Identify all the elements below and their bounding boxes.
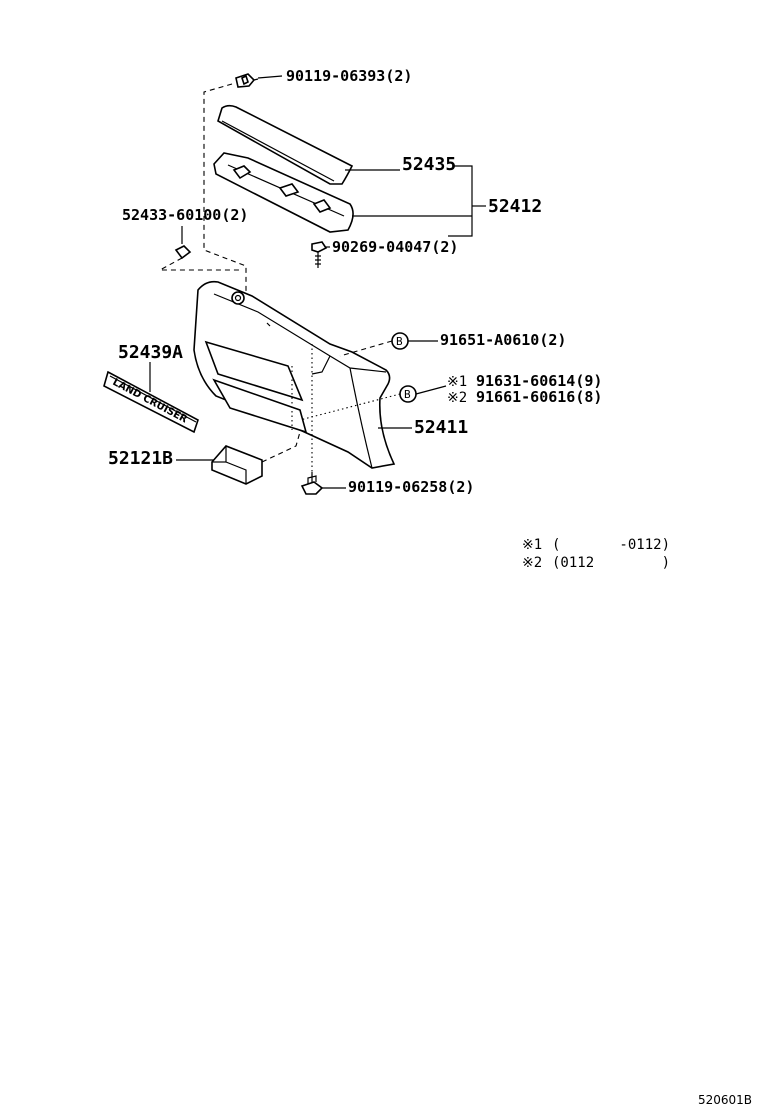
label-clip-left: 52433-60100(2) xyxy=(122,206,248,224)
molding-lower-clip3 xyxy=(312,199,332,213)
mark-alt2: ※2 xyxy=(447,390,467,406)
note-2-mark: ※2 xyxy=(522,555,542,571)
note-2-range: (0112 ) xyxy=(552,555,670,571)
diagram-code: 520601B xyxy=(698,1093,752,1107)
label-52435: 52435 xyxy=(402,154,456,175)
leader-bolt-top xyxy=(257,75,283,79)
badge-b-upper-label: B xyxy=(396,335,403,348)
bolt-top-icon xyxy=(235,73,259,88)
molding-lower-clip1 xyxy=(232,165,252,180)
dash-clip-left xyxy=(159,257,240,271)
badge-b-upper-icon: B xyxy=(391,332,409,350)
leader-clip-alt xyxy=(415,385,447,395)
bolt-bottom-icon xyxy=(300,472,324,495)
emblem-plate: LAND CRUISER xyxy=(103,370,199,434)
label-52411: 52411 xyxy=(414,417,468,438)
label-bracket: 52121B xyxy=(108,448,173,469)
label-bolt-bottom: 90119-06258(2) xyxy=(348,478,474,496)
label-clip-alt1: 91631-60614(9) xyxy=(476,372,602,390)
dot-clip-alt xyxy=(299,393,401,421)
bracket-52412 xyxy=(448,165,473,237)
note-1-range: ( -0112) xyxy=(552,537,670,553)
mark-alt1: ※1 xyxy=(447,374,467,390)
label-bolt-top: 90119-06393(2) xyxy=(286,67,412,85)
label-screw-mid: 90269-04047(2) xyxy=(332,238,458,256)
bracket-part xyxy=(211,445,263,485)
clip-left-icon xyxy=(174,245,192,260)
label-clip-b: 91651-A0610(2) xyxy=(440,331,566,349)
badge-b-lower-label: B xyxy=(404,388,411,401)
screw-mid-icon xyxy=(311,241,328,268)
dash-clip-b xyxy=(339,340,393,357)
label-emblem: 52439A xyxy=(118,342,183,363)
dash-guide-left xyxy=(203,83,247,294)
molding-lower-clip2 xyxy=(278,183,300,197)
badge-b-lower-icon: B xyxy=(399,385,417,403)
dash-bracket xyxy=(261,431,301,463)
label-clip-alt2: 91661-60616(8) xyxy=(476,388,602,406)
molding-upper xyxy=(217,104,354,185)
label-52412: 52412 xyxy=(488,196,542,217)
bumper-cover xyxy=(193,280,396,469)
molding-upper-edge xyxy=(221,120,335,182)
note-1-mark: ※1 xyxy=(522,537,542,553)
